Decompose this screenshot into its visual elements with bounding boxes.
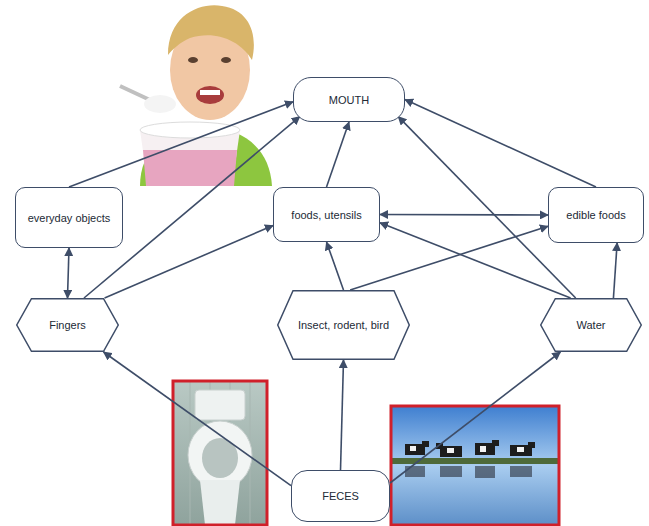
text-group: edible foods xyxy=(560,208,631,222)
text-group: foods, utensils xyxy=(285,208,367,222)
object-box: everyday objects xyxy=(15,187,123,248)
arrow-connector xyxy=(69,102,293,187)
arrow-connector xyxy=(327,242,344,290)
text-group: everyday objects xyxy=(22,211,117,225)
source-hexagon: Fingers xyxy=(16,298,119,352)
arrow-connector xyxy=(613,243,617,298)
text-group: Water xyxy=(571,318,612,332)
arrow-connector xyxy=(327,122,350,187)
arrow-connector xyxy=(350,226,548,290)
toilet-photo xyxy=(173,381,267,525)
arrow-connector xyxy=(380,214,548,216)
arrow-connector xyxy=(380,223,571,298)
arrow-connector xyxy=(341,360,344,470)
cows-photo xyxy=(391,406,559,525)
arrow-connector xyxy=(104,352,291,486)
text-group: Insect, rodent, bird xyxy=(292,318,395,332)
node-label: Fingers xyxy=(43,318,92,332)
node-label: Water xyxy=(571,318,612,332)
arrow-connector xyxy=(390,352,560,483)
source-hexagon: Water xyxy=(540,298,642,352)
node-label: FECES xyxy=(316,489,365,503)
arrow-connector xyxy=(68,248,70,298)
vector-hexagon: Insect, rodent, bird xyxy=(277,290,410,360)
food-box: foods, utensils xyxy=(273,187,380,242)
food-box: edible foods xyxy=(548,187,644,243)
arrow-connector xyxy=(105,226,273,299)
arrow-connector xyxy=(405,100,596,188)
text-group: FECES xyxy=(316,489,365,503)
text-group: MOUTH xyxy=(323,93,375,107)
text-group: Fingers xyxy=(43,318,92,332)
feces-box: FECES xyxy=(291,470,390,522)
node-label: MOUTH xyxy=(323,93,375,107)
node-label: Insect, rodent, bird xyxy=(292,318,395,332)
mouth-box: MOUTH xyxy=(293,77,405,122)
child-photo xyxy=(118,0,278,186)
node-label: everyday objects xyxy=(22,211,117,225)
node-label: foods, utensils xyxy=(285,208,367,222)
node-label: edible foods xyxy=(560,208,631,222)
